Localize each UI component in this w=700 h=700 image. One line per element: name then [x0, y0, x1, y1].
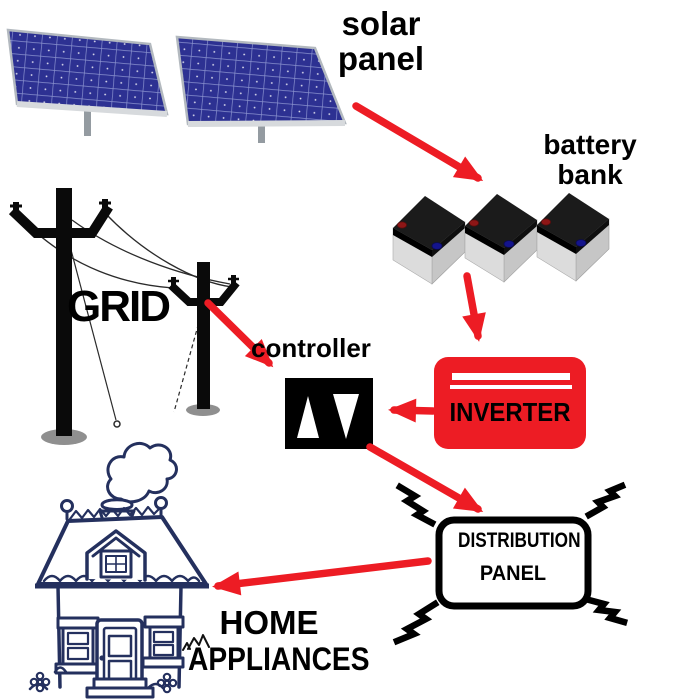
flow-arrows	[204, 102, 486, 596]
distribution-panel-label-line2: PANEL	[479, 562, 547, 585]
battery-bank-label-line1: battery	[543, 129, 637, 160]
arrow-panel-to-home	[212, 557, 432, 596]
inverter-box	[434, 357, 586, 449]
solar-panel-label-line1: solar	[341, 5, 421, 42]
battery-bank-icon	[392, 192, 610, 285]
arrow-battery-to-inverter	[462, 272, 486, 342]
house-icon	[28, 441, 210, 699]
lightning-bolt-icon	[392, 481, 629, 646]
arrow-grid-to-controller	[204, 299, 274, 368]
distribution-panel-label-line1: DISTRIBUTION	[458, 529, 581, 552]
distribution-panel-box	[392, 481, 629, 646]
grid-label: GRID	[67, 282, 171, 331]
inverter-label-text: INVERTER	[449, 397, 571, 427]
arrow-solar-to-battery	[352, 102, 484, 182]
inverter-label: INVERTER	[434, 397, 586, 428]
arrow-controller-to-panel	[366, 443, 484, 513]
utility-poles-icon	[8, 188, 240, 445]
arrow-inverter-to-controller	[388, 398, 437, 423]
controller-label: controller	[251, 333, 371, 363]
home-appliances-label-line1: HOME	[219, 604, 319, 641]
controller-box	[285, 378, 373, 449]
solar-panel-label: solar panel	[313, 6, 449, 76]
solar-panel-label-line2: panel	[337, 40, 425, 77]
battery-bank-label: battery bank	[512, 130, 668, 190]
battery-bank-label-line2: bank	[557, 159, 623, 190]
home-appliances-label-line2: APPLIANCES	[188, 641, 370, 677]
solar-panel-icon	[6, 28, 347, 143]
distribution-panel-label: DISTRIBUTION PANEL	[446, 529, 580, 586]
